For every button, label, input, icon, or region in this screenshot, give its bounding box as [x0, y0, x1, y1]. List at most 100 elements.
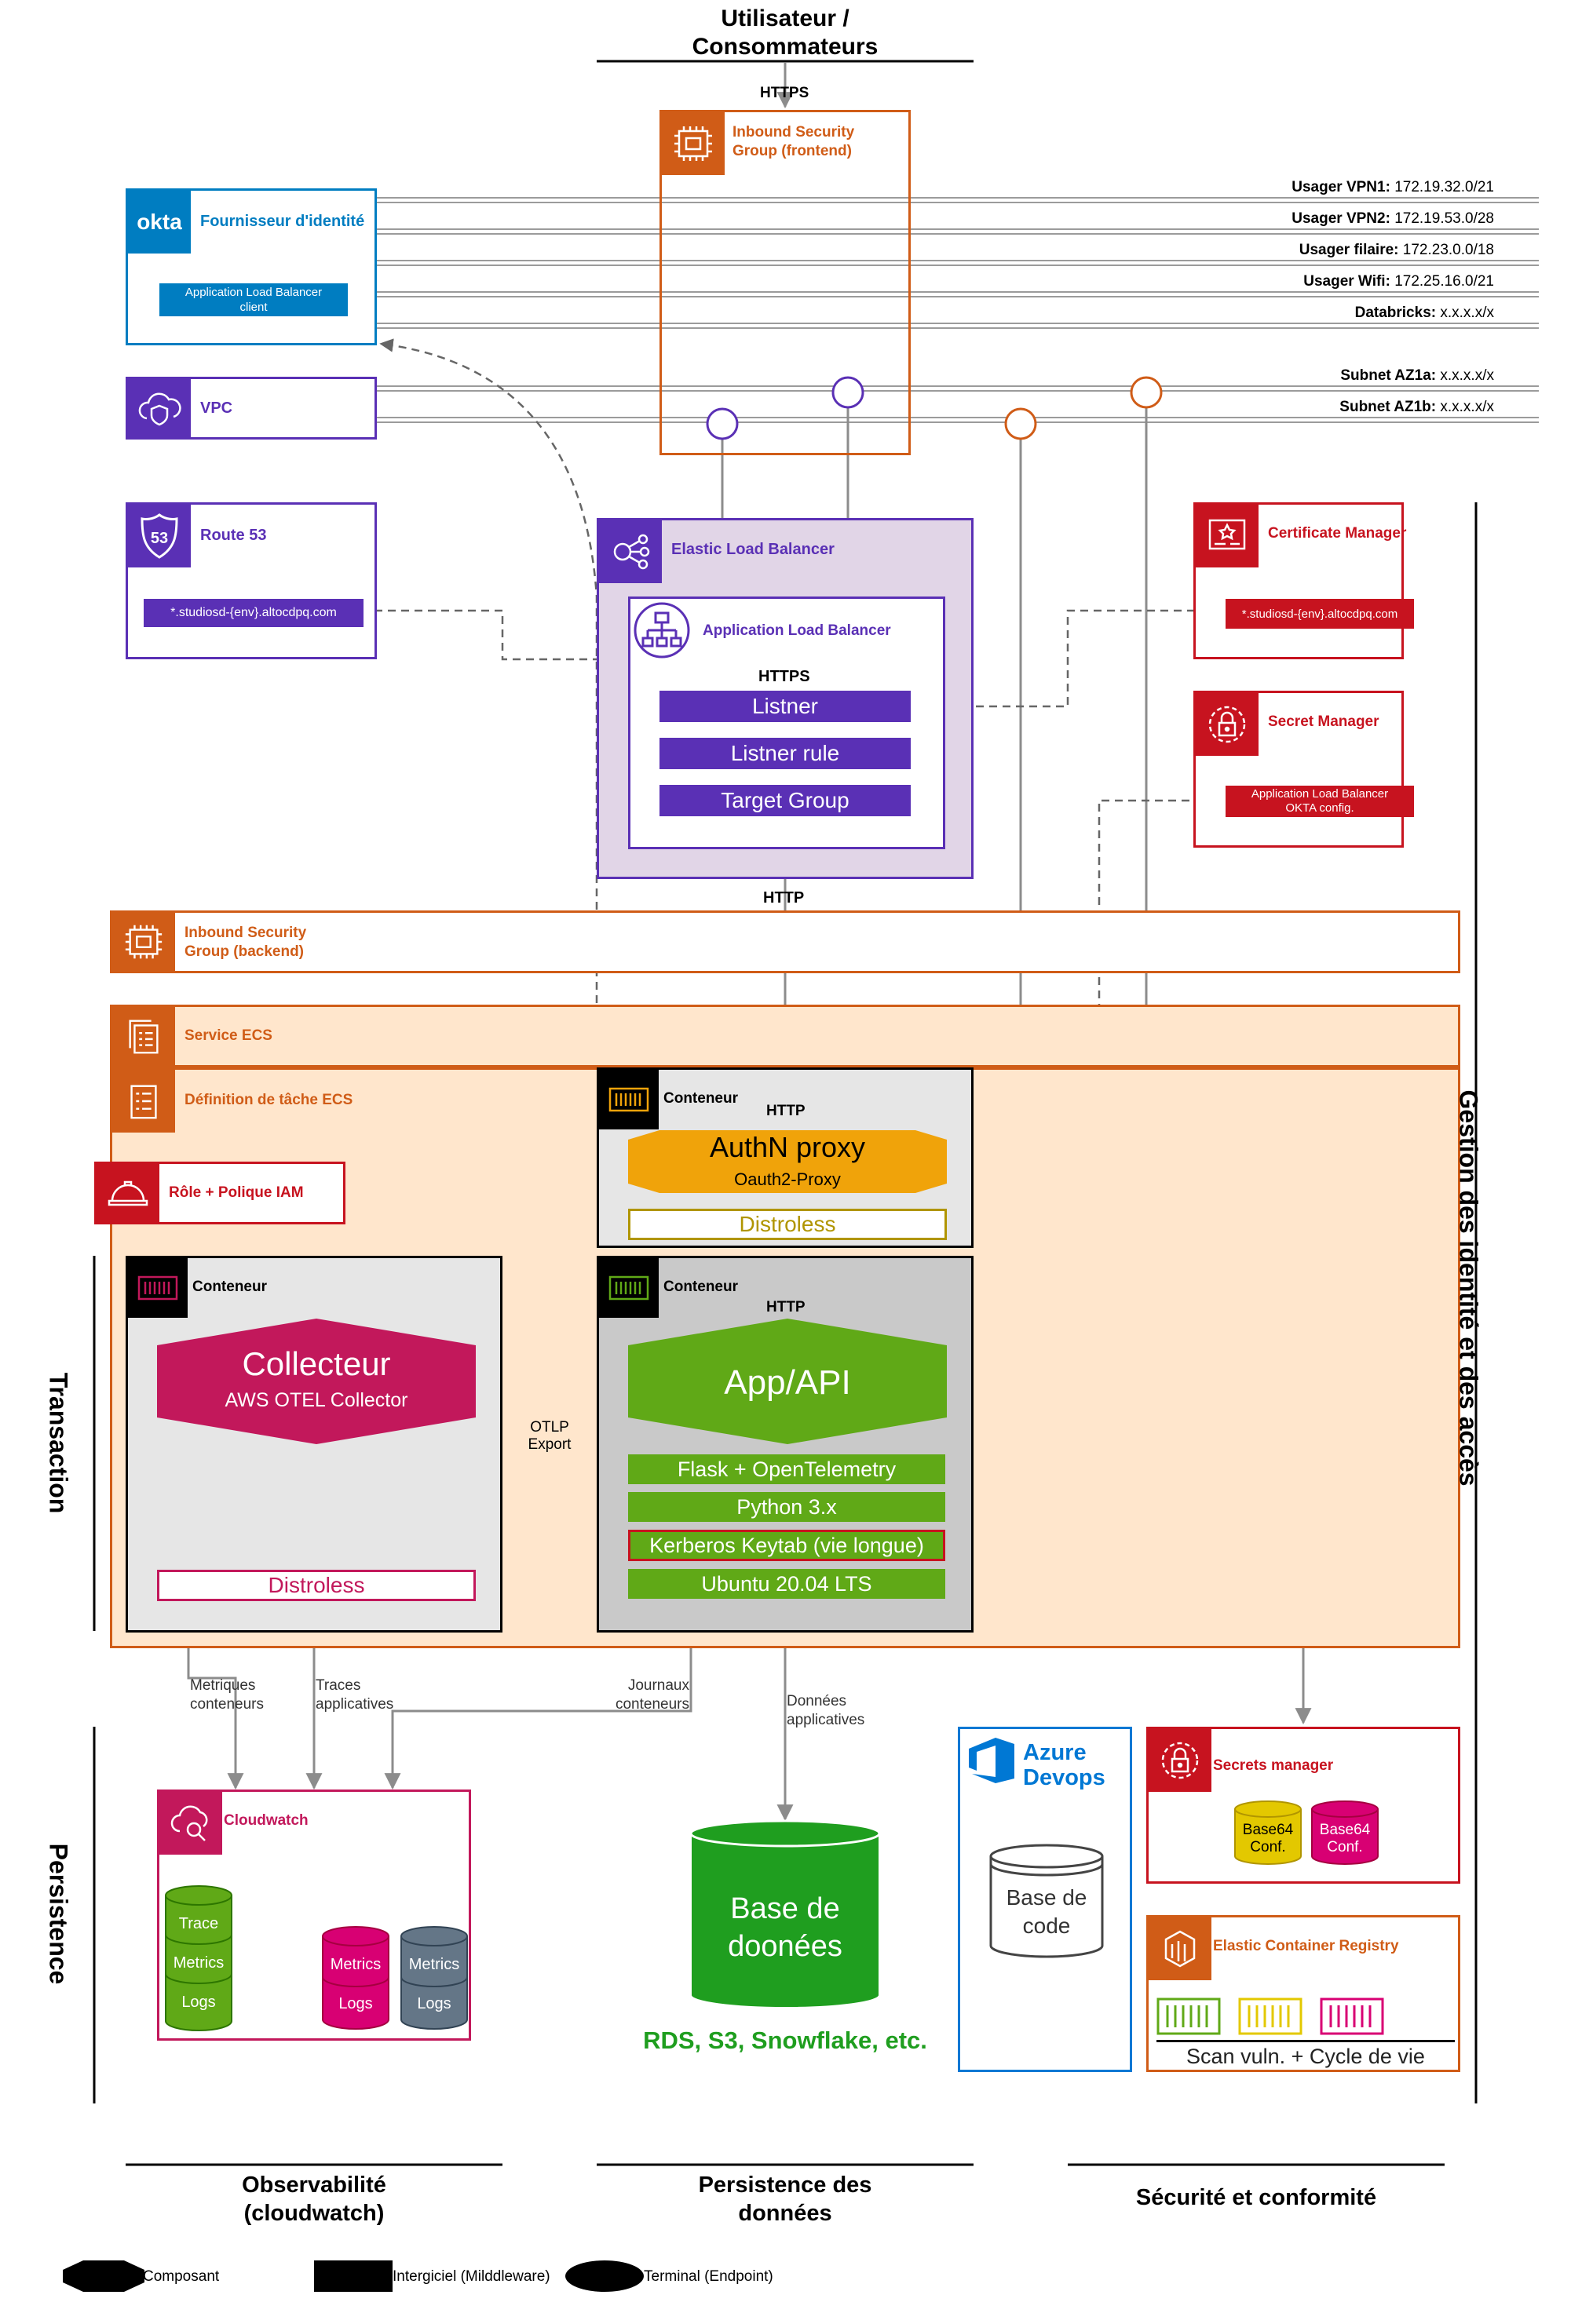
svg-text:Conf.: Conf.	[1327, 1839, 1362, 1855]
application-load-balancer[interactable]: Application Load Balancer HTTPS Listner …	[628, 597, 945, 849]
chip-icon-backend	[112, 913, 175, 971]
listener-block[interactable]: Listner	[659, 691, 911, 722]
svg-text:Trace: Trace	[179, 1915, 218, 1932]
app-http-label: HTTP	[766, 1299, 806, 1315]
ecr-title: Elastic Container Registry	[1213, 1938, 1399, 1954]
svg-text:Conf.: Conf.	[1250, 1839, 1285, 1855]
svg-text:doonées: doonées	[728, 1930, 842, 1963]
secrets-manager[interactable]: Secrets manager Base64 Conf. Base64 Conf…	[1146, 1727, 1460, 1884]
svg-text:Metrics: Metrics	[331, 1956, 381, 1973]
legend-endpoint-shape	[565, 2260, 644, 2292]
svg-text:AWS OTEL Collector: AWS OTEL Collector	[225, 1389, 408, 1411]
legend-component-label: Composant	[143, 2268, 220, 2285]
database-caption: RDS, S3, Snowflake, etc.	[643, 2027, 927, 2054]
svg-text:Base de: Base de	[1007, 1885, 1087, 1910]
identity-provider[interactable]: okta Fournisseur d'identité Application …	[126, 188, 377, 345]
route53[interactable]: 53 Route 53 *.studiosd-{env}.altocdpq.co…	[126, 502, 377, 659]
cloudwatch[interactable]: Cloudwatch Trace Metrics Logs Metrics Lo…	[157, 1790, 471, 2041]
side-rules	[93, 502, 1478, 2166]
dashed-links	[361, 338, 1223, 1163]
collector-container[interactable]: Conteneur Collecteur AWS OTEL Collector …	[126, 1256, 502, 1633]
iam-side-label: Gestion des identité et des accès	[1454, 1089, 1483, 1487]
secrets-base64-pink: Base64 Conf.	[1311, 1800, 1379, 1865]
cloudwatch-stack-gray: Metrics Logs	[400, 1926, 468, 2030]
svg-text:App/API: App/API	[724, 1363, 850, 1402]
database-cylinder[interactable]: Base de doonées	[689, 1819, 881, 2009]
cloudwatch-stack-pink: Metrics Logs	[322, 1926, 389, 2030]
svg-text:AuthN proxy: AuthN proxy	[710, 1131, 865, 1163]
lock-gear-icon	[1196, 693, 1259, 756]
legend-component-shape	[63, 2260, 144, 2292]
auth-container-title: Conteneur	[663, 1090, 738, 1107]
share-nodes-icon	[599, 520, 662, 583]
ecr-divider	[1156, 2040, 1455, 2042]
network-row-vpn1: Usager VPN1: 172.19.32.0/21	[1292, 179, 1494, 195]
code-repository-cylinder: Base de code	[989, 1844, 1104, 1958]
chip-icon	[662, 112, 725, 175]
cloud-search-icon	[159, 1792, 222, 1855]
app-layer-python: Python 3.x	[628, 1492, 945, 1522]
network-row-wired: Usager filaire: 172.23.0.0/18	[1299, 242, 1494, 258]
svg-text:Collecteur: Collecteur	[242, 1345, 390, 1382]
secrets-lock-icon	[1149, 1729, 1211, 1792]
container-icon-collector	[128, 1258, 188, 1318]
svg-text:Logs: Logs	[338, 1995, 372, 2012]
vpc-title: VPC	[200, 399, 233, 417]
service-ecs[interactable]: Service ECS	[110, 1005, 1460, 1067]
cloudwatch-stack-trace-metrics-logs: Trace Metrics Logs	[165, 1885, 232, 2031]
network-row-databricks: Databricks: x.x.x.x/x	[1354, 305, 1494, 321]
alb-icon	[630, 599, 693, 662]
ecr-caption: Scan vuln. + Cycle de vie	[1186, 2045, 1425, 2068]
app-container[interactable]: Conteneur HTTP App/API Flask + OpenTelem…	[597, 1256, 974, 1633]
persistence-side-label: Persistence	[44, 1843, 73, 1985]
footer-security: Sécurité et conformité	[1135, 2185, 1377, 2210]
alb-title: Application Load Balancer	[703, 622, 891, 639]
iam-title: Rôle + Polique IAM	[169, 1184, 304, 1201]
iam-role[interactable]: Rôle + Polique IAM	[94, 1162, 345, 1224]
auth-distroless-base: Distroless	[628, 1209, 947, 1240]
auth-container[interactable]: Conteneur HTTP AuthN proxy Oauth2-Proxy …	[597, 1067, 974, 1248]
service-ecs-title: Service ECS	[185, 1027, 272, 1044]
elastic-load-balancer[interactable]: Elastic Load Balancer Application Load B…	[597, 518, 974, 879]
authn-proxy-component[interactable]: AuthN proxy Oauth2-Proxy	[628, 1130, 947, 1193]
https-top-label: HTTPS	[760, 85, 809, 101]
target-group-block[interactable]: Target Group	[659, 785, 911, 816]
app-layer-kerberos: Kerberos Keytab (vie longue)	[628, 1530, 945, 1561]
vpc[interactable]: VPC	[126, 377, 377, 440]
secrets-manager-title: Secrets manager	[1213, 1757, 1334, 1774]
collector-component[interactable]: Collecteur AWS OTEL Collector	[157, 1319, 476, 1444]
svg-text:Metrics: Metrics	[174, 1954, 224, 1972]
ecr-container-images	[1156, 1997, 1384, 2035]
svg-text:Logs: Logs	[181, 1994, 215, 2011]
svg-text:Logs: Logs	[417, 1995, 451, 2012]
collector-container-title: Conteneur	[192, 1279, 267, 1295]
network-lines	[377, 197, 1539, 423]
legend-endpoint-label: Terminal (Endpoint)	[644, 2268, 773, 2285]
app-api-component[interactable]: App/API	[628, 1319, 947, 1444]
elastic-container-registry[interactable]: Elastic Container Registry Scan vuln. + …	[1146, 1915, 1460, 2072]
footer-observability: Observabilité(cloudwatch)	[242, 2173, 386, 2226]
secrets-base64-yellow: Base64 Conf.	[1234, 1800, 1302, 1865]
app-layer-ubuntu: Ubuntu 20.04 LTS	[628, 1569, 945, 1599]
secret-manager[interactable]: Secret Manager Application Load Balancer…	[1193, 691, 1414, 848]
cloudwatch-title: Cloudwatch	[224, 1812, 309, 1829]
legend-middleware-shape	[314, 2260, 393, 2292]
cloud-shield-icon	[128, 379, 191, 437]
certificate-manager[interactable]: Certificate Manager *.studiosd-{env}.alt…	[1193, 502, 1414, 659]
users-title: Utilisateur /Consommateurs	[692, 5, 879, 60]
transaction-side-label: Transaction	[44, 1372, 73, 1514]
listener-rule-block[interactable]: Listner rule	[659, 738, 911, 769]
collector-distroless-base: Distroless	[157, 1570, 476, 1601]
